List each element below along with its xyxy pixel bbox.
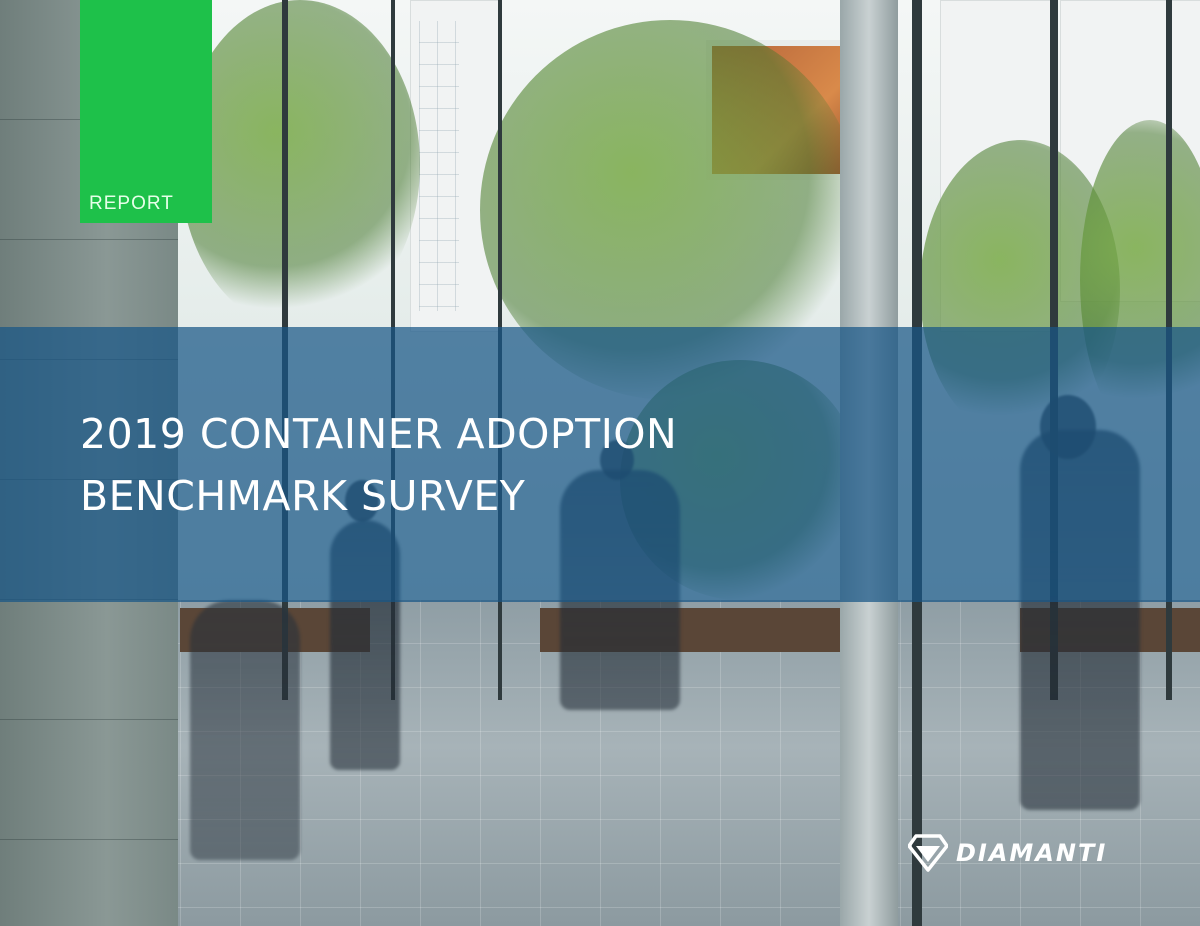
diamond-logo-icon bbox=[908, 834, 948, 872]
title-band bbox=[0, 327, 1200, 602]
tree bbox=[180, 0, 420, 330]
report-title-line-2: BENCHMARK SURVEY bbox=[80, 472, 526, 520]
walking-person bbox=[190, 600, 300, 860]
report-title-line-1: 2019 CONTAINER ADOPTION bbox=[80, 410, 678, 458]
report-tag: REPORT bbox=[80, 0, 212, 223]
report-tag-label: REPORT bbox=[89, 193, 174, 214]
brand-logo: DIAMANTI bbox=[908, 833, 1107, 873]
report-title: 2019 CONTAINER ADOPTION BENCHMARK SURVEY bbox=[80, 403, 677, 527]
brand-name: DIAMANTI bbox=[956, 839, 1108, 867]
